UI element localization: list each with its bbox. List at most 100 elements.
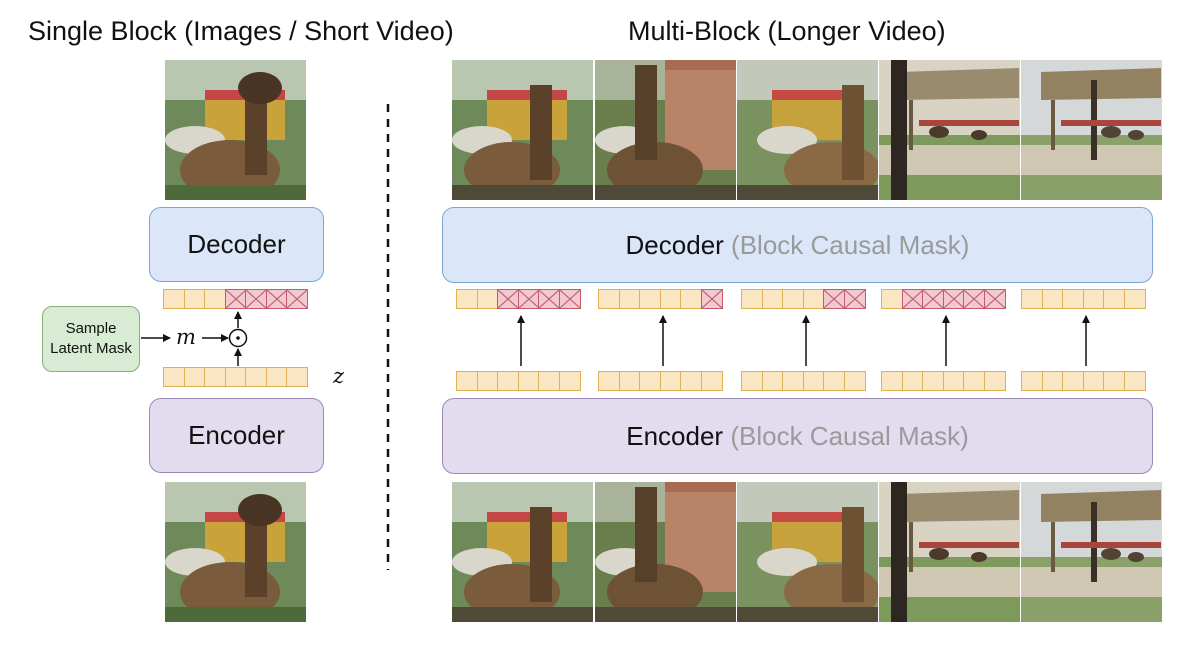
latent-token xyxy=(881,289,903,309)
latent-token xyxy=(558,371,581,391)
latent-token xyxy=(1123,289,1146,309)
masked-token xyxy=(497,289,519,309)
masked-token xyxy=(843,289,866,309)
latent-token xyxy=(761,289,784,309)
single-encoder-label: Encoder xyxy=(188,420,285,450)
sample-latent-mask-box: Sample Latent Mask xyxy=(42,306,140,372)
latent-token xyxy=(183,289,206,309)
block-masked-token-row xyxy=(1021,289,1146,309)
latent-token xyxy=(476,371,499,391)
multi-encoder-label: Encoder xyxy=(626,420,724,451)
latent-token xyxy=(598,371,620,391)
latent-token xyxy=(659,289,682,309)
latent-token xyxy=(476,289,499,309)
single-output-frame xyxy=(165,60,306,200)
frame-llama-closeup xyxy=(452,60,593,200)
multi-block-title: Multi-Block (Longer Video) xyxy=(628,16,946,46)
latent-token xyxy=(1103,371,1125,391)
single-masked-token-row xyxy=(163,289,308,309)
latent-token xyxy=(922,371,944,391)
latent-token xyxy=(1041,289,1064,309)
latent-token xyxy=(456,371,478,391)
latent-token xyxy=(901,371,924,391)
latent-token xyxy=(497,371,519,391)
latent-symbol: z xyxy=(333,364,345,388)
latent-token xyxy=(618,289,641,309)
latent-token xyxy=(1062,371,1084,391)
latent-token xyxy=(245,367,267,387)
block-latent-token-row xyxy=(1021,371,1146,391)
latent-token xyxy=(456,289,478,309)
latent-token xyxy=(224,367,247,387)
block-masked-token-row xyxy=(456,289,581,309)
hadamard-circle xyxy=(228,328,248,348)
latent-token xyxy=(204,367,226,387)
single-encoder-box: Encoder xyxy=(149,398,324,473)
frame-llama-white-alpaca xyxy=(737,482,878,622)
sample-mask-label-line1: Sample xyxy=(65,320,117,337)
latent-token xyxy=(163,289,185,309)
latent-token xyxy=(741,371,763,391)
block-latent-token-row xyxy=(456,371,581,391)
multi-encoder-note: (Block Causal Mask) xyxy=(730,420,969,451)
masked-token xyxy=(700,289,723,309)
hadamard-dot xyxy=(236,336,240,340)
block-masked-token-row xyxy=(598,289,723,309)
frame-pen-with-hut xyxy=(879,60,1020,200)
latent-token xyxy=(802,289,825,309)
multi-decoder-box: Decoder (Block Causal Mask) xyxy=(442,207,1153,283)
latent-token xyxy=(1082,289,1105,309)
latent-token xyxy=(942,371,965,391)
frame-pen-with-hut xyxy=(879,482,1020,622)
block-masked-token-row xyxy=(881,289,1006,309)
latent-token xyxy=(1082,371,1105,391)
block-latent-token-row xyxy=(598,371,723,391)
latent-token xyxy=(680,371,702,391)
masked-token xyxy=(538,289,560,309)
multi-encoder-box: Encoder (Block Causal Mask) xyxy=(442,398,1153,474)
latent-token xyxy=(163,367,185,387)
masked-token xyxy=(922,289,944,309)
single-decoder-label: Decoder xyxy=(187,229,286,259)
frame-llama-closeup xyxy=(452,482,593,622)
latent-token xyxy=(963,371,985,391)
frame-llama-eating-wall xyxy=(595,60,736,200)
frame-pen-wide xyxy=(1021,482,1162,622)
masked-token xyxy=(942,289,965,309)
latent-token xyxy=(618,371,641,391)
latent-token xyxy=(782,371,804,391)
block-latent-token-row xyxy=(741,371,866,391)
single-block-title: Single Block (Images / Short Video) xyxy=(28,16,454,46)
latent-token xyxy=(183,367,206,387)
frame-llama-eating-wall xyxy=(595,482,736,622)
latent-token xyxy=(598,289,620,309)
latent-token xyxy=(286,367,308,387)
multi-decoder-label: Decoder xyxy=(625,229,724,260)
latent-token xyxy=(639,289,661,309)
block-latent-token-row xyxy=(881,371,1006,391)
masked-token xyxy=(558,289,581,309)
frame-pen-wide xyxy=(1021,60,1162,200)
latent-token xyxy=(1062,289,1084,309)
sample-mask-label-line2: Latent Mask xyxy=(50,340,132,357)
masked-token xyxy=(901,289,924,309)
multi-decoder-note: (Block Causal Mask) xyxy=(731,229,970,260)
mask-symbol: m xyxy=(176,325,196,349)
latent-token xyxy=(517,371,540,391)
latent-token xyxy=(761,371,784,391)
masked-token xyxy=(224,289,247,309)
masked-token xyxy=(983,289,1006,309)
latent-token xyxy=(204,289,226,309)
single-input-frame xyxy=(165,482,306,622)
masked-token xyxy=(823,289,845,309)
latent-token xyxy=(659,371,682,391)
masked-token xyxy=(245,289,267,309)
latent-token xyxy=(741,289,763,309)
latent-token xyxy=(983,371,1006,391)
latent-token xyxy=(1103,289,1125,309)
single-latent-token-row xyxy=(163,367,308,387)
latent-token xyxy=(680,289,702,309)
frame-llama-white-alpaca xyxy=(737,60,878,200)
latent-token xyxy=(802,371,825,391)
latent-token xyxy=(1021,371,1043,391)
